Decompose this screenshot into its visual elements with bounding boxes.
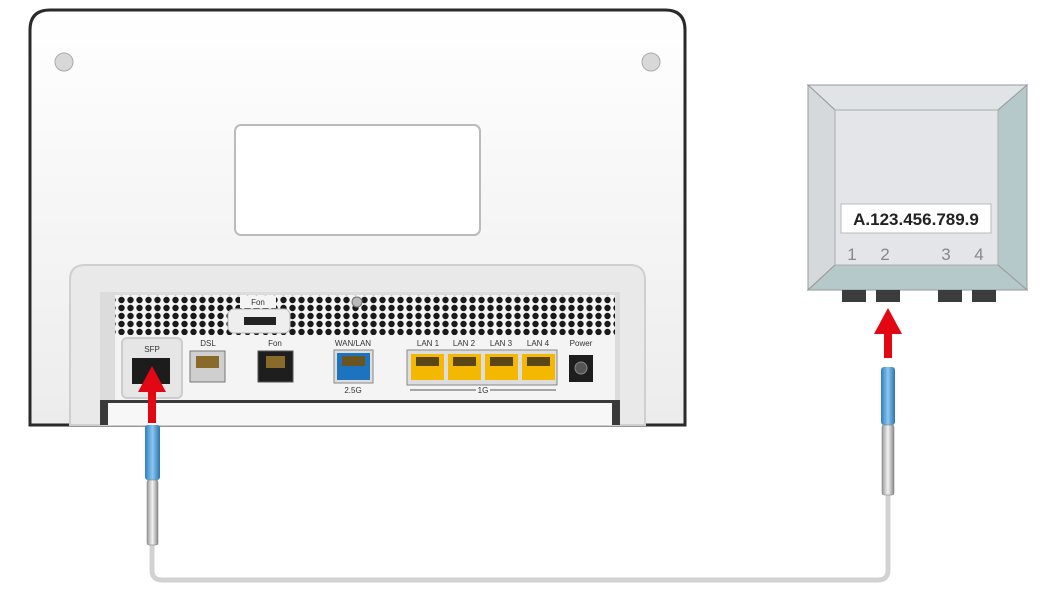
fiber-connector-right [881, 367, 895, 496]
arrow-to-sfp-icon [138, 366, 166, 423]
port-label-fon-top: Fon [251, 298, 265, 307]
wan-speed-label: 2.5G [344, 386, 361, 395]
label-window [234, 124, 481, 236]
mount-hole-left [54, 52, 74, 72]
vent-grille [115, 295, 615, 337]
port-label-lan1: LAN 1 [417, 339, 440, 348]
port-label-fon: Fon [268, 339, 282, 348]
port-label-sfp: SFP [144, 345, 160, 354]
mount-hole-right [641, 52, 661, 72]
wall-box-port-3[interactable] [938, 290, 962, 302]
wall-box-id-label: A.123.456.789.9 [853, 210, 979, 229]
wall-box-port-2[interactable] [876, 290, 900, 302]
port-label-dsl: DSL [200, 339, 216, 348]
arrow-to-wall-box-icon [874, 308, 902, 358]
port-label-wan-lan: WAN/LAN [335, 339, 371, 348]
fiber-cable [149, 495, 891, 583]
router: Fon SFP DSL Fon WAN/LAN 2.5G LAN 1 LAN 2… [28, 8, 687, 427]
screw-icon [351, 296, 363, 308]
fiber-wall-box: A.123.456.789.9 1 2 3 4 [806, 83, 1029, 302]
port-label-lan2: LAN 2 [453, 339, 476, 348]
wall-box-port-1[interactable] [842, 290, 866, 302]
wall-box-port-number: 2 [880, 245, 889, 264]
wall-box-port-4[interactable] [972, 290, 996, 302]
port-label-lan4: LAN 4 [527, 339, 550, 348]
port-label-lan3: LAN 3 [490, 339, 513, 348]
port-label-power: Power [570, 339, 593, 348]
fiber-connector-left [145, 425, 160, 546]
wall-box-port-number: 3 [941, 245, 950, 264]
wall-box-port-number: 1 [847, 245, 856, 264]
wall-box-port-number: 4 [974, 245, 983, 264]
lan-speed-label: 1G [478, 386, 489, 395]
